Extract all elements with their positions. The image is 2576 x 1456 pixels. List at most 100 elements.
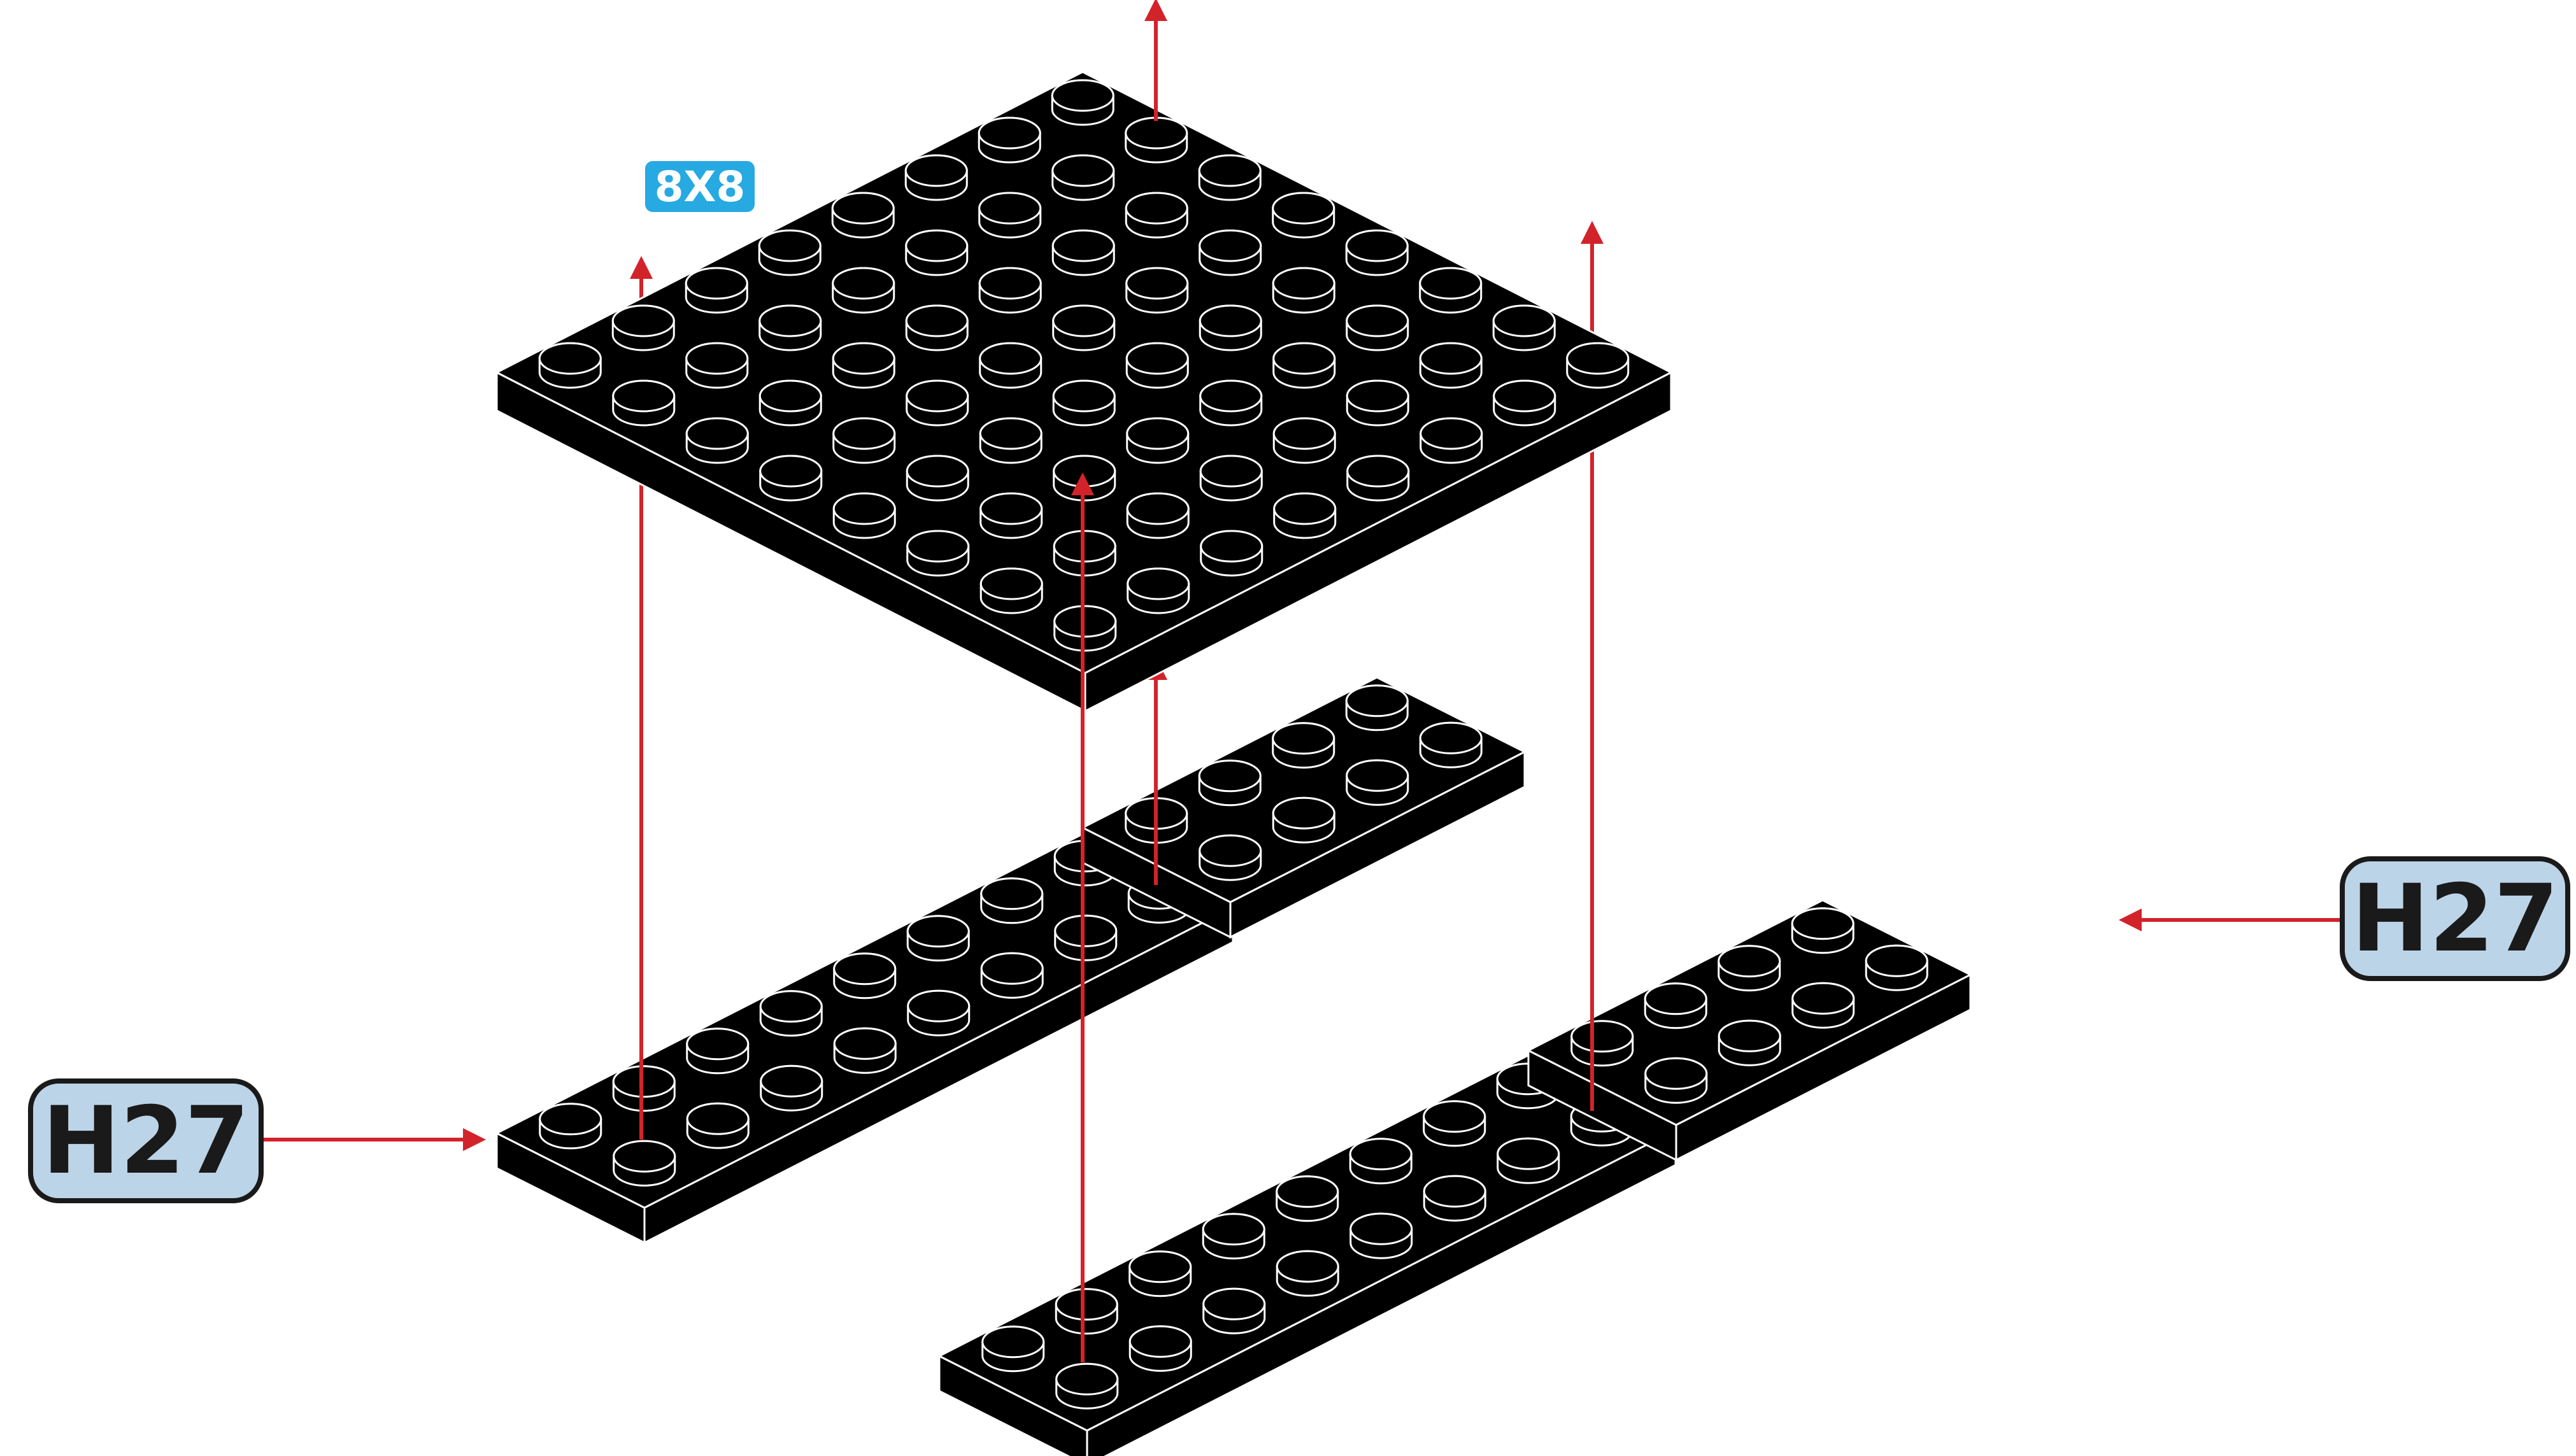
top-plate-stud — [1200, 230, 1261, 275]
part-code-tag-right: H27 — [2340, 856, 2570, 981]
left-plate-ext-stud — [1200, 835, 1261, 880]
top-plate-stud — [1127, 418, 1188, 463]
top-plate-stud — [1273, 193, 1334, 237]
top-plate-stud — [1127, 493, 1188, 538]
top-plate-stud — [1127, 268, 1188, 313]
top-plate-stud — [906, 155, 967, 200]
top-plate-stud — [1348, 456, 1409, 500]
left-plate-stud — [687, 1029, 748, 1073]
plate-size-badge: 8X8 — [645, 161, 755, 212]
right-plate-stud — [1277, 1251, 1338, 1296]
top-plate-stud — [1200, 306, 1261, 350]
right-plate-stud — [1203, 1214, 1264, 1259]
top-plate-stud — [907, 531, 969, 576]
top-plate-stud — [1054, 531, 1115, 576]
top-plate-stud — [1053, 381, 1114, 425]
left-plate-stud — [908, 991, 969, 1035]
left-plate-stud — [907, 916, 969, 961]
top-plate-stud — [907, 456, 968, 500]
right-plate-ext-stud — [1646, 1058, 1707, 1103]
left-plate-stud — [760, 991, 822, 1036]
top-plate-stud — [1347, 306, 1408, 350]
right-plate-stud — [1351, 1213, 1412, 1258]
top-plate-stud — [1200, 381, 1262, 425]
left-plate-stud — [614, 1141, 675, 1185]
top-plate-stud — [1053, 155, 1114, 200]
right-plate-top-face — [939, 1056, 1676, 1431]
right-plate-stud — [983, 1327, 1044, 1371]
right-plate-stud — [1498, 1138, 1559, 1183]
top-plate-stud — [760, 456, 822, 500]
right-plate-stud — [1057, 1364, 1118, 1408]
left-plate-stud — [613, 1066, 674, 1111]
right-plate-stud — [1130, 1326, 1191, 1371]
top-plate-stud — [687, 418, 748, 463]
top-plate-stud — [906, 306, 967, 350]
top-plate-stud — [1200, 456, 1262, 500]
left-plate-stud — [981, 879, 1042, 923]
part-code-tag-left: H27 — [28, 1078, 264, 1203]
left-plate-ext-stud — [1420, 723, 1481, 767]
top-plate-stud — [907, 381, 968, 425]
top-plate-stud — [1126, 193, 1187, 237]
top-plate-stud — [539, 343, 601, 388]
top-plate-stud — [833, 268, 894, 313]
left-plate-ext-stud — [1273, 798, 1334, 842]
top-plate-stud — [1274, 418, 1335, 463]
left-plate-stud — [687, 1103, 748, 1148]
right-plate-ext-stud — [1719, 1021, 1780, 1065]
top-plate-stud — [979, 268, 1041, 313]
top-plate-stud — [1421, 418, 1482, 463]
top-plate-stud — [1273, 268, 1334, 313]
right-plate-ext-stud — [1792, 908, 1853, 953]
left-plate-top-face — [497, 833, 1233, 1208]
top-plate-stud — [980, 418, 1041, 463]
left-plate-stud — [834, 954, 895, 998]
right-plate-ext-stud — [1645, 984, 1706, 1028]
top-plate-stud — [980, 343, 1041, 388]
top-plate-stud — [981, 569, 1042, 613]
right-plate-stud — [1277, 1177, 1338, 1221]
right-plate-stud — [1350, 1139, 1411, 1184]
top-plate-stud — [1347, 381, 1408, 425]
top-plate-stud — [834, 418, 895, 463]
top-plate-stud — [1420, 343, 1481, 388]
top-plate-stud — [1127, 343, 1188, 388]
left-plate-ext-stud — [1199, 761, 1260, 805]
top-plate-stud — [833, 343, 894, 388]
left-plate-stud — [981, 953, 1042, 998]
right-plate-stud — [1130, 1252, 1191, 1296]
top-plate-stud — [906, 230, 967, 275]
top-plate-stud — [1052, 80, 1113, 125]
right-plate-ext-stud — [1719, 946, 1780, 991]
right-plate-stud — [1424, 1176, 1485, 1220]
top-plate-stud — [834, 493, 895, 538]
left-plate-stud — [834, 1028, 895, 1073]
top-plate-stud — [1274, 343, 1335, 388]
top-plate-stud — [1053, 306, 1114, 350]
top-plate-stud — [979, 193, 1041, 237]
top-plate-stud — [760, 381, 821, 425]
top-plate-stud — [979, 118, 1040, 162]
top-plate-stud — [1567, 343, 1628, 388]
top-plate-stud — [1274, 493, 1335, 538]
left-plate-ext-stud — [1273, 723, 1334, 768]
top-plate-stud — [1199, 155, 1260, 200]
right-plate-ext-stud — [1866, 945, 1927, 990]
left-plate-stud — [1055, 915, 1116, 960]
top-plate-stud — [1126, 118, 1187, 162]
top-plate-stud — [1493, 306, 1555, 350]
top-plate-stud — [759, 230, 820, 275]
top-plate-stud — [686, 268, 747, 313]
top-plate-stud — [1420, 268, 1481, 313]
right-plate-stud — [1424, 1101, 1485, 1146]
left-plate-stud — [761, 1066, 822, 1110]
top-plate-stud — [1053, 230, 1114, 275]
top-plate-stud — [760, 306, 821, 350]
left-plate-stud — [540, 1104, 601, 1149]
top-plate-stud — [1128, 569, 1189, 613]
top-plate-stud — [981, 493, 1042, 538]
top-plate-stud — [1201, 531, 1262, 576]
top-plate-stud — [1346, 230, 1407, 275]
